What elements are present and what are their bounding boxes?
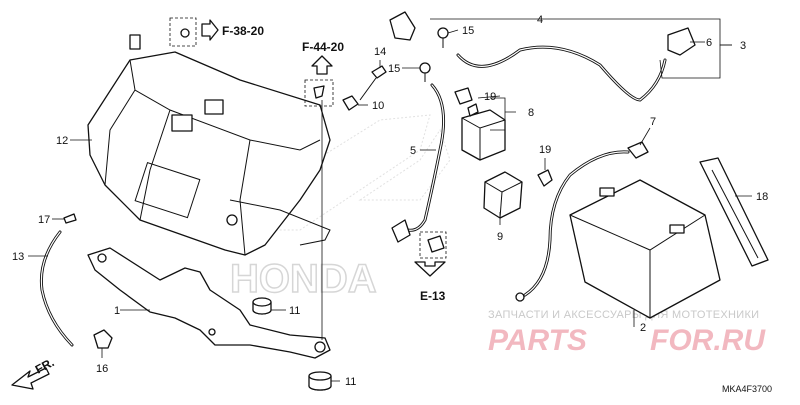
watermark-tagline: ЗАПЧАСТИ И АКСЕССУАРЫ ДЛЯ МОТОТЕХНИКИ (488, 309, 759, 321)
rubber-mount-upper-part (252, 297, 272, 315)
label-part-2: 2 (640, 322, 646, 334)
relay-cover-part (483, 171, 523, 219)
label-part-19-upper: 19 (484, 91, 496, 103)
honda-watermark: HONDA (230, 257, 377, 301)
clip-19-part (537, 169, 553, 187)
label-part-11-upper: 11 (289, 305, 300, 317)
ref-f38: F-38-20 (222, 24, 264, 38)
label-part-4: 4 (537, 14, 543, 26)
label-part-19-lower: 19 (539, 144, 551, 156)
label-part-18: 18 (756, 191, 768, 203)
collar-10-part (342, 95, 359, 111)
grommet-f44-part (313, 85, 325, 99)
label-part-15-lower: 15 (388, 63, 400, 75)
label-part-9: 9 (497, 231, 503, 243)
label-part-1: 1 (114, 305, 120, 317)
label-part-8: 8 (528, 107, 534, 119)
battery-cable-7-part (515, 141, 649, 302)
label-part-16: 16 (96, 363, 108, 375)
label-part-17: 17 (38, 214, 50, 226)
watermark-site-left: PARTS (488, 324, 587, 357)
label-part-3: 3 (740, 40, 746, 52)
clamp-16-part (93, 329, 113, 349)
drain-tube-part (39, 230, 74, 347)
label-part-12: 12 (56, 135, 68, 147)
starter-relay-part (454, 87, 506, 161)
label-part-14: 14 (374, 46, 386, 58)
battery-bracket-part (87, 247, 331, 359)
ref-f44: F-44-20 (302, 40, 344, 54)
battery-band-part (699, 157, 769, 267)
watermark-site-right: FOR.RU (650, 324, 766, 357)
battery-part (569, 179, 721, 319)
label-part-6: 6 (706, 37, 712, 49)
label-part-13: 13 (12, 251, 24, 263)
rubber-mount-lower-part (308, 371, 332, 391)
screw-15-lower-part (419, 62, 431, 82)
f44-ref-box (304, 79, 334, 107)
battery-box-part (87, 34, 331, 256)
screw-15-upper-part (437, 27, 449, 48)
cable-5-part (391, 83, 446, 243)
clip-17-part (63, 213, 77, 224)
label-part-5: 5 (410, 145, 416, 157)
grommet-e13-part (427, 235, 445, 253)
label-part-7: 7 (650, 116, 656, 128)
bolt-f38-part (180, 28, 190, 38)
e13-arrow-icon (414, 261, 446, 277)
bolt-14-part (359, 65, 387, 101)
label-part-15-upper: 15 (462, 25, 474, 37)
ref-e13: E-13 (420, 289, 446, 303)
front-arrow-icon (11, 367, 50, 390)
f38-ref-box (169, 17, 197, 47)
label-part-10: 10 (372, 100, 384, 112)
label-part-11-lower: 11 (345, 376, 356, 388)
leader-lines (28, 18, 752, 382)
f44-arrow-icon (311, 55, 333, 75)
e13-ref-box (419, 231, 447, 259)
f38-arrow-icon (201, 19, 219, 41)
cable-4-part (389, 11, 696, 102)
drawing-code: MKA4F3700 (722, 384, 772, 394)
